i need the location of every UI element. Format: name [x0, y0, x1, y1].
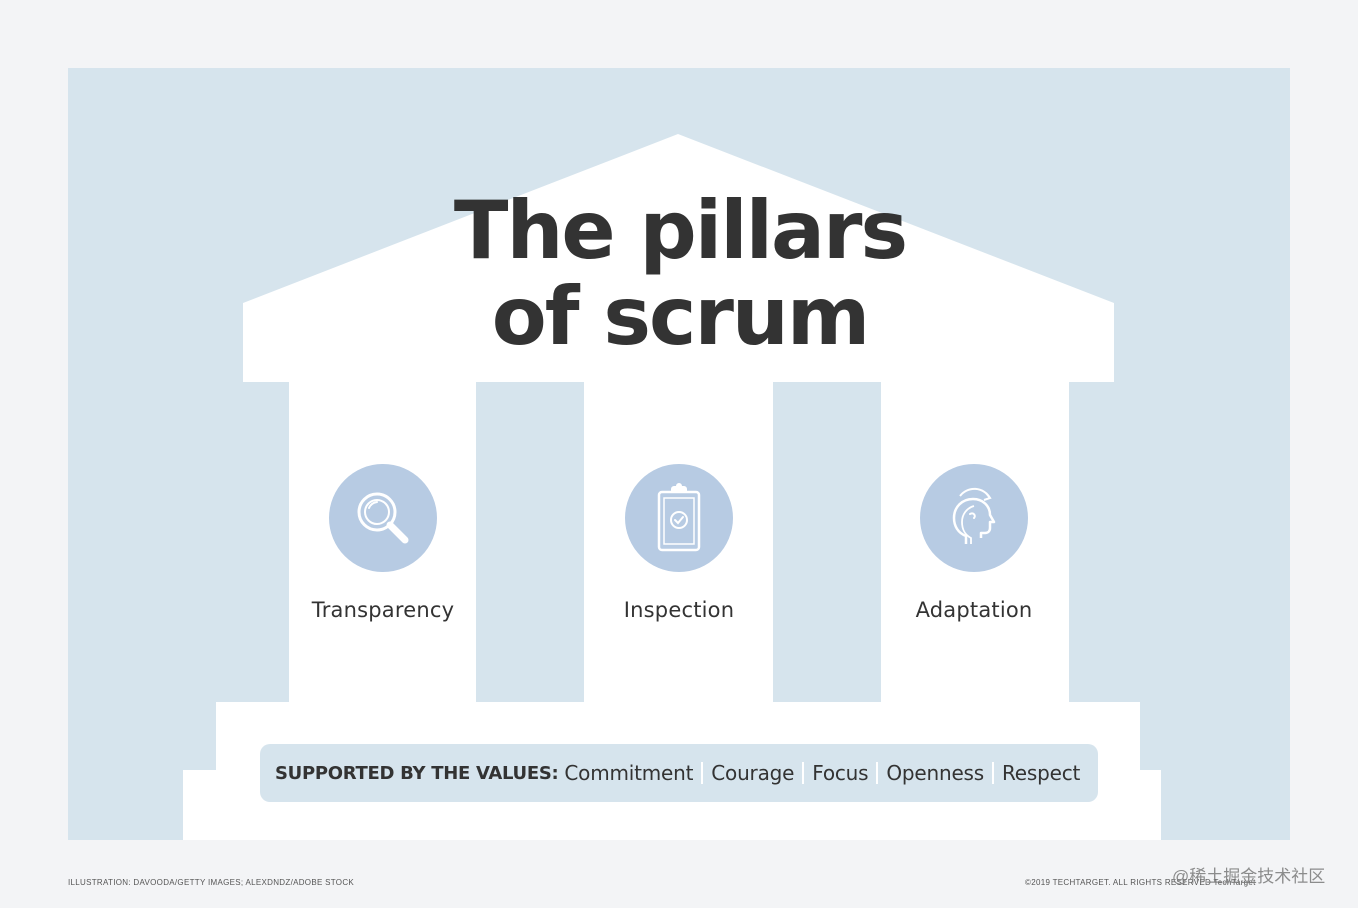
column-gap-left — [476, 382, 584, 702]
clipboard-check-icon — [657, 483, 701, 552]
temple-roof — [243, 134, 1114, 382]
value-commitment: Commitment — [564, 761, 694, 785]
value-respect: Respect — [1002, 761, 1081, 785]
title-line-2: of scrum — [491, 270, 870, 363]
value-separator — [802, 762, 805, 784]
pillar-label: Inspection — [623, 598, 735, 622]
pillar-adaptation: Adaptation — [864, 464, 1084, 622]
value-openness: Openness — [886, 761, 984, 785]
illustration-credit: ILLUSTRATION: DAVOODA/GETTY IMAGES; ALEX… — [68, 878, 355, 887]
copyright-credit: ©2019 TECHTARGET. ALL RIGHTS RESERVED Te… — [1025, 878, 1256, 887]
watermark: @稀土掘金技术社区 — [1172, 867, 1326, 886]
value-focus: Focus — [812, 761, 869, 785]
column-gap-right — [773, 382, 881, 702]
page-title: The pillars of scrum — [400, 188, 960, 360]
value-courage: Courage — [711, 761, 795, 785]
values-bar: SUPPORTED BY THE VALUES: Commitment Cour… — [260, 744, 1098, 802]
icon-circle — [329, 464, 437, 572]
value-separator — [992, 762, 994, 784]
magnifying-glass-icon — [357, 492, 409, 544]
title-line-1: The pillars — [453, 184, 908, 277]
pillar-label: Transparency — [311, 598, 455, 622]
pillar-inspection: Inspection — [569, 464, 789, 622]
value-separator — [701, 762, 704, 784]
pillar-transparency: Transparency — [273, 464, 493, 622]
values-prefix: SUPPORTED BY THE VALUES: — [275, 762, 559, 784]
pillar-label: Adaptation — [915, 598, 1033, 622]
head-rotate-icon — [952, 487, 996, 544]
icon-circle — [625, 464, 733, 572]
icon-circle — [920, 464, 1028, 572]
value-separator — [876, 762, 879, 784]
